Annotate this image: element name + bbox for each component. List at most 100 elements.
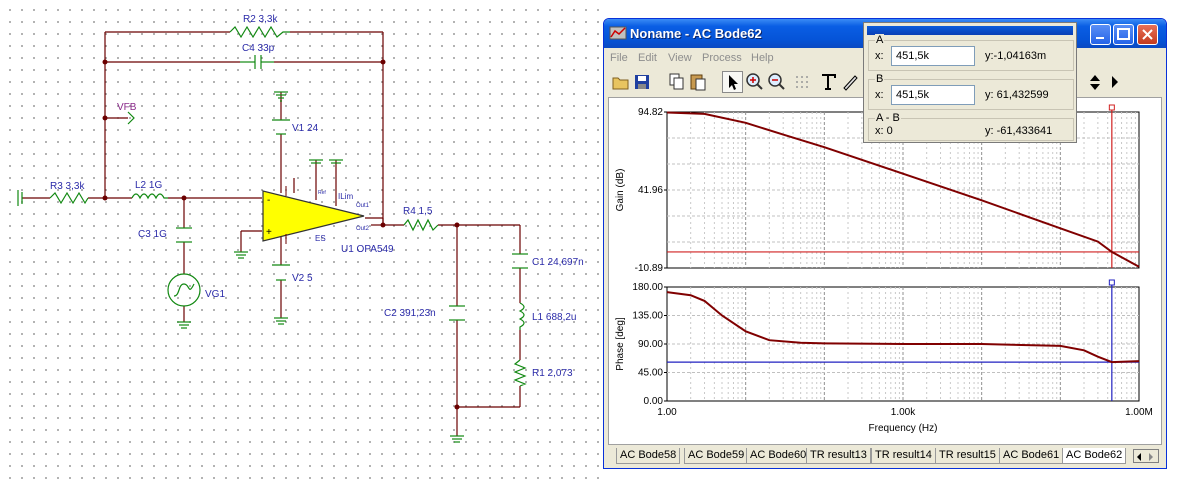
cursor-readout-panel[interactable]: A x: 451,5k y:-1,04163m B x: 451,5k y: 6…	[863, 22, 1077, 143]
vfb-probe	[127, 111, 135, 125]
save-icon	[635, 75, 649, 89]
label-c2: C2 391,23n	[384, 308, 436, 319]
phase-ylabel: Phase [deg]	[615, 317, 626, 371]
zoom-out-button[interactable]	[766, 71, 787, 93]
cursor-a-y-value: y:-1,04163m	[985, 50, 1047, 62]
app-icon	[609, 26, 627, 40]
tab-ac-bode62[interactable]: AC Bode62	[1062, 448, 1127, 464]
phase-ytick-label: 90.00	[638, 339, 663, 350]
cursor-b-y-value: y: 61,432599	[985, 89, 1049, 101]
cursor-a-x-input[interactable]: 451,5k	[891, 46, 975, 66]
ground-c3	[177, 321, 191, 329]
inductor-l1	[518, 302, 525, 330]
minimize-icon	[1096, 37, 1104, 39]
text-button[interactable]	[818, 71, 839, 93]
label-c3: C3 1G	[138, 229, 167, 240]
phase-ytick-label: 180.00	[632, 282, 663, 293]
cursor-diff-y: y: -61,433641	[985, 125, 1053, 137]
tab-ac-bode58[interactable]: AC Bode58	[616, 448, 681, 464]
menu-file[interactable]: File	[610, 52, 628, 64]
label-r1: R1 2,073	[532, 368, 573, 379]
tab-ac-bode60[interactable]: AC Bode60	[746, 448, 811, 464]
gain-ytick-label: 41.96	[638, 185, 663, 196]
close-button[interactable]	[1137, 24, 1158, 45]
maximize-button[interactable]	[1113, 24, 1134, 45]
opamp-minus-sign: -	[267, 195, 270, 206]
tab-tr-result15[interactable]: TR result15	[935, 448, 1000, 464]
label-vg1: VG1	[205, 289, 225, 300]
pointer-button[interactable]	[722, 71, 743, 93]
gain-ylabel: Gain (dB)	[615, 169, 626, 212]
tab-scroll-buttons[interactable]	[1133, 449, 1159, 463]
x-axis-label: Frequency (Hz)	[869, 423, 938, 434]
menu-help[interactable]: Help	[751, 52, 774, 64]
close-icon	[1142, 29, 1153, 40]
cursor-b-group: B x: 451,5k y: 61,432599	[868, 73, 1074, 110]
plot-area[interactable]: 94.82 41.96 -10.89 Gain (dB) 180.00 135.00 90.…	[608, 97, 1162, 445]
ground-v1-top	[274, 91, 288, 102]
schematic-canvas[interactable]: R2 3,3k C4 33p VFB V1 24 R3 3,3k L2 1G C…	[0, 0, 600, 485]
label-r4: R4 1,5	[403, 206, 433, 217]
arrow-right-icon	[1112, 76, 1118, 88]
step-up-button[interactable]	[1085, 71, 1106, 93]
label-out1: Out1	[356, 203, 370, 209]
gain-cursor-handle	[1108, 104, 1115, 111]
tab-ac-bode59[interactable]: AC Bode59	[684, 448, 749, 464]
toolbar	[608, 71, 1164, 97]
label-ref: Ref	[318, 190, 326, 196]
opamp-u1	[262, 190, 365, 242]
opamp-plus-sign: +	[266, 227, 272, 238]
gain-ytick-label: 94.82	[638, 107, 663, 118]
tab-tr-result14[interactable]: TR result14	[871, 448, 936, 464]
paste-icon	[690, 74, 706, 91]
copy-button[interactable]	[666, 71, 687, 93]
cursor-b-x-input[interactable]: 451,5k	[891, 85, 975, 105]
ground-pin-b	[329, 159, 343, 164]
pointer-icon	[729, 75, 738, 90]
cursor-diff-label: A - B	[875, 112, 901, 124]
signal-source-vg1	[167, 273, 201, 307]
bode-plot[interactable]: 94.82 41.96 -10.89 Gain (dB) 180.00 135.00 90.…	[609, 98, 1161, 444]
menu-edit[interactable]: Edit	[638, 52, 657, 64]
text-icon	[822, 74, 836, 90]
menu-process[interactable]: Process	[702, 52, 742, 64]
label-l2: L2 1G	[135, 180, 162, 191]
label-c4: C4 33p	[242, 43, 275, 54]
cursor-panel-title-bar[interactable]	[867, 26, 1073, 35]
pen-button[interactable]	[840, 71, 861, 93]
ground-c2	[450, 435, 464, 443]
x-tick-label: 1.00M	[1125, 407, 1153, 418]
menu-bar: File Edit View Process Help	[604, 48, 1166, 68]
zoom-in-button[interactable]	[744, 71, 765, 93]
open-button[interactable]	[610, 71, 631, 93]
zoom-in-icon	[746, 73, 763, 90]
step-right-button[interactable]	[1108, 71, 1129, 93]
phase-ytick-label: 135.00	[632, 311, 663, 322]
paste-button[interactable]	[688, 71, 709, 93]
ground-v2	[274, 317, 288, 325]
zoom-out-icon	[768, 73, 785, 90]
save-button[interactable]	[632, 71, 653, 93]
tab-ac-bode61[interactable]: AC Bode61	[999, 448, 1064, 464]
ground-plus-input	[234, 251, 248, 259]
tab-tr-result13[interactable]: TR result13	[806, 448, 871, 464]
cursor-a-x-label: x:	[875, 50, 884, 62]
grid-button[interactable]	[792, 71, 813, 93]
inductor-l2	[131, 193, 168, 200]
menu-view[interactable]: View	[668, 52, 692, 64]
label-es: ES	[315, 234, 326, 243]
gain-ytick-label: -10.89	[635, 263, 664, 274]
maximize-icon	[1117, 28, 1130, 40]
phase-ytick-label: 0.00	[644, 396, 664, 407]
label-l1: L1 688,2u	[532, 312, 577, 323]
label-v1: V1 24	[292, 123, 319, 134]
pen-icon	[843, 75, 858, 91]
copy-icon	[669, 73, 684, 90]
tab-scroll-icon	[1137, 453, 1153, 461]
label-r3: R3 3,3k	[50, 181, 85, 192]
minimize-button[interactable]	[1090, 24, 1111, 45]
label-r2: R2 3,3k	[243, 14, 278, 25]
grid-icon	[796, 76, 808, 88]
result-tabs: AC Bode58 AC Bode59 AC Bode60 TR result1…	[608, 447, 1162, 465]
label-out2: Out2	[356, 226, 370, 232]
